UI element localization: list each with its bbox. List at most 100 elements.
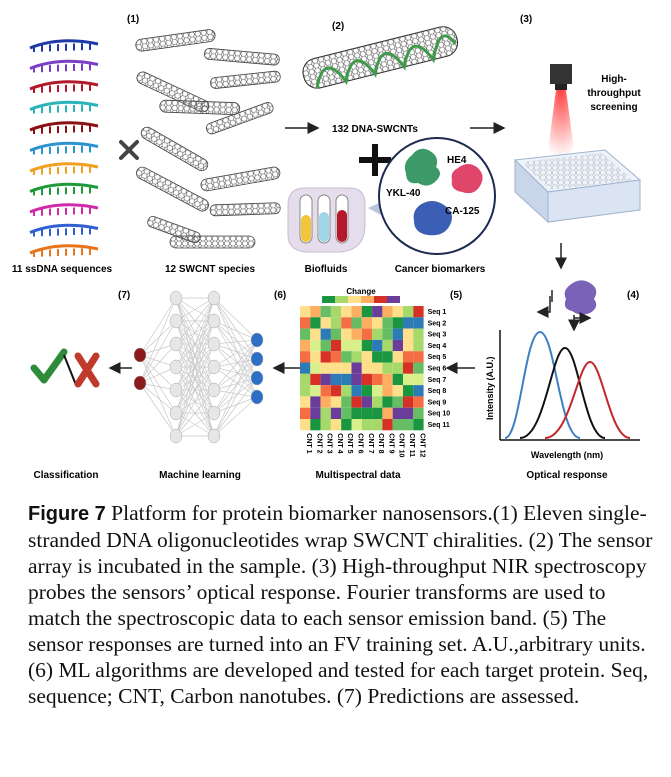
heatmap-cell <box>310 362 321 374</box>
step-5-label: (5) <box>450 290 462 301</box>
heatmap-cell <box>403 306 414 318</box>
nn-edge <box>175 297 215 345</box>
caption-text: Platform for protein biomarker nanosenso… <box>28 501 653 708</box>
nn-node <box>250 389 264 405</box>
step-2-label: (2) <box>332 21 344 32</box>
nn-edge <box>213 297 258 379</box>
heatmap-cell <box>310 339 321 352</box>
heatmap-cell <box>372 385 383 397</box>
nn-edge <box>213 339 258 368</box>
cancer-biomarkers-label: Cancer biomarkers <box>395 264 486 275</box>
nn-edge <box>139 354 177 414</box>
hts-label-line1: High- <box>601 74 627 85</box>
dna-swcnts-label: 132 DNA-SWCNTs <box>332 124 418 135</box>
nn-edge <box>175 366 215 437</box>
hts-label-line3: screening <box>590 102 637 113</box>
nn-node <box>207 382 221 398</box>
cross-icon <box>119 140 139 160</box>
dna-strand <box>29 59 99 70</box>
cnt-label: CNT 1 <box>305 433 312 453</box>
heatmap-cell <box>320 306 331 318</box>
nn-edge <box>139 320 177 356</box>
platform-figure: (1) (2) (3) (4) (5) (6) (7) 11 ssDNA seq… <box>12 14 641 481</box>
heatmap-cell <box>341 339 352 352</box>
step-7-label: (7) <box>118 290 130 301</box>
nn-edge <box>139 320 177 384</box>
nn-edge <box>213 320 258 341</box>
nn-edge <box>213 339 258 345</box>
cnt-label: CNT 10 <box>398 433 405 457</box>
nn-edge <box>213 320 258 398</box>
heatmap-cell <box>351 373 362 386</box>
nn-edge <box>139 354 177 391</box>
heatmap-cell <box>403 328 414 340</box>
seq-label: Seq 6 <box>428 366 447 373</box>
nn-edge <box>175 297 215 391</box>
colorbar-segment <box>335 296 348 303</box>
heatmap-cell <box>382 317 393 329</box>
heatmap-cell <box>320 351 331 363</box>
cancer-biomarkers-circle <box>368 137 496 255</box>
nn-node <box>207 359 221 375</box>
heatmap-cell <box>413 362 424 374</box>
heatmap-cell <box>310 373 321 386</box>
heatmap-cell <box>330 373 342 386</box>
heatmap-cell <box>361 396 373 408</box>
heatmap-cell <box>310 396 321 408</box>
heatmap-cell <box>392 373 403 386</box>
dna-strand <box>29 244 99 255</box>
nn-edge <box>213 358 258 391</box>
cnt-label: CNT 7 <box>367 433 374 453</box>
heatmap-cell <box>330 385 342 397</box>
cnt-label: CNT 9 <box>387 433 394 453</box>
nn-edge <box>213 377 258 414</box>
dna-strand <box>29 100 99 111</box>
optical-response-chart <box>499 330 640 441</box>
heatmap-cell <box>382 419 393 431</box>
heatmap-cell <box>372 317 383 329</box>
heatmap-cell <box>330 339 342 352</box>
heatmap-cell <box>382 396 393 408</box>
heatmap-cell <box>330 317 342 329</box>
heatmap-cell <box>341 328 352 340</box>
seq-label: Seq 5 <box>428 354 447 361</box>
heatmap-cell <box>351 385 362 397</box>
nn-edge <box>139 366 177 384</box>
heatmap-cell <box>403 339 414 352</box>
heatmap-cell <box>300 407 311 419</box>
heatmap-cell <box>310 419 321 431</box>
plus-icon <box>359 144 391 176</box>
multispectral-heatmap <box>300 306 424 431</box>
biofluids-label: Biofluids <box>305 264 348 275</box>
heatmap-cell <box>372 339 383 352</box>
heatmap-cell <box>382 407 393 419</box>
heatmap-cell <box>382 339 393 352</box>
seq-label: Seq 9 <box>428 399 447 406</box>
nn-edge <box>175 320 215 437</box>
nn-edge <box>213 297 258 341</box>
nn-node <box>250 370 264 386</box>
nn-edge <box>175 297 215 414</box>
heatmap-cell <box>413 339 424 352</box>
heatmap-cell <box>361 407 373 419</box>
heatmap-cell <box>310 328 321 340</box>
wavelength-axis-label: Wavelength (nm) <box>531 450 603 460</box>
dna-strand <box>29 80 99 91</box>
nn-node <box>169 313 183 329</box>
nn-edge <box>213 389 258 398</box>
dna-strand <box>29 203 99 214</box>
heatmap-cell <box>361 317 373 329</box>
biofluids-icon <box>287 187 366 253</box>
seq-label: Seq 3 <box>428 332 447 339</box>
nn-edge <box>213 339 258 414</box>
heatmap-cell <box>403 385 414 397</box>
heatmap-cell <box>330 351 342 363</box>
ssdna-strands <box>29 39 99 257</box>
heatmap-cell <box>341 306 352 318</box>
heatmap-cell <box>351 362 362 374</box>
seq-label: Seq 4 <box>428 343 447 350</box>
nn-edge <box>175 297 215 322</box>
swcnt-label: 12 SWCNT species <box>165 264 255 275</box>
heatmap-cell <box>300 306 311 318</box>
heatmap-cell <box>361 385 373 397</box>
